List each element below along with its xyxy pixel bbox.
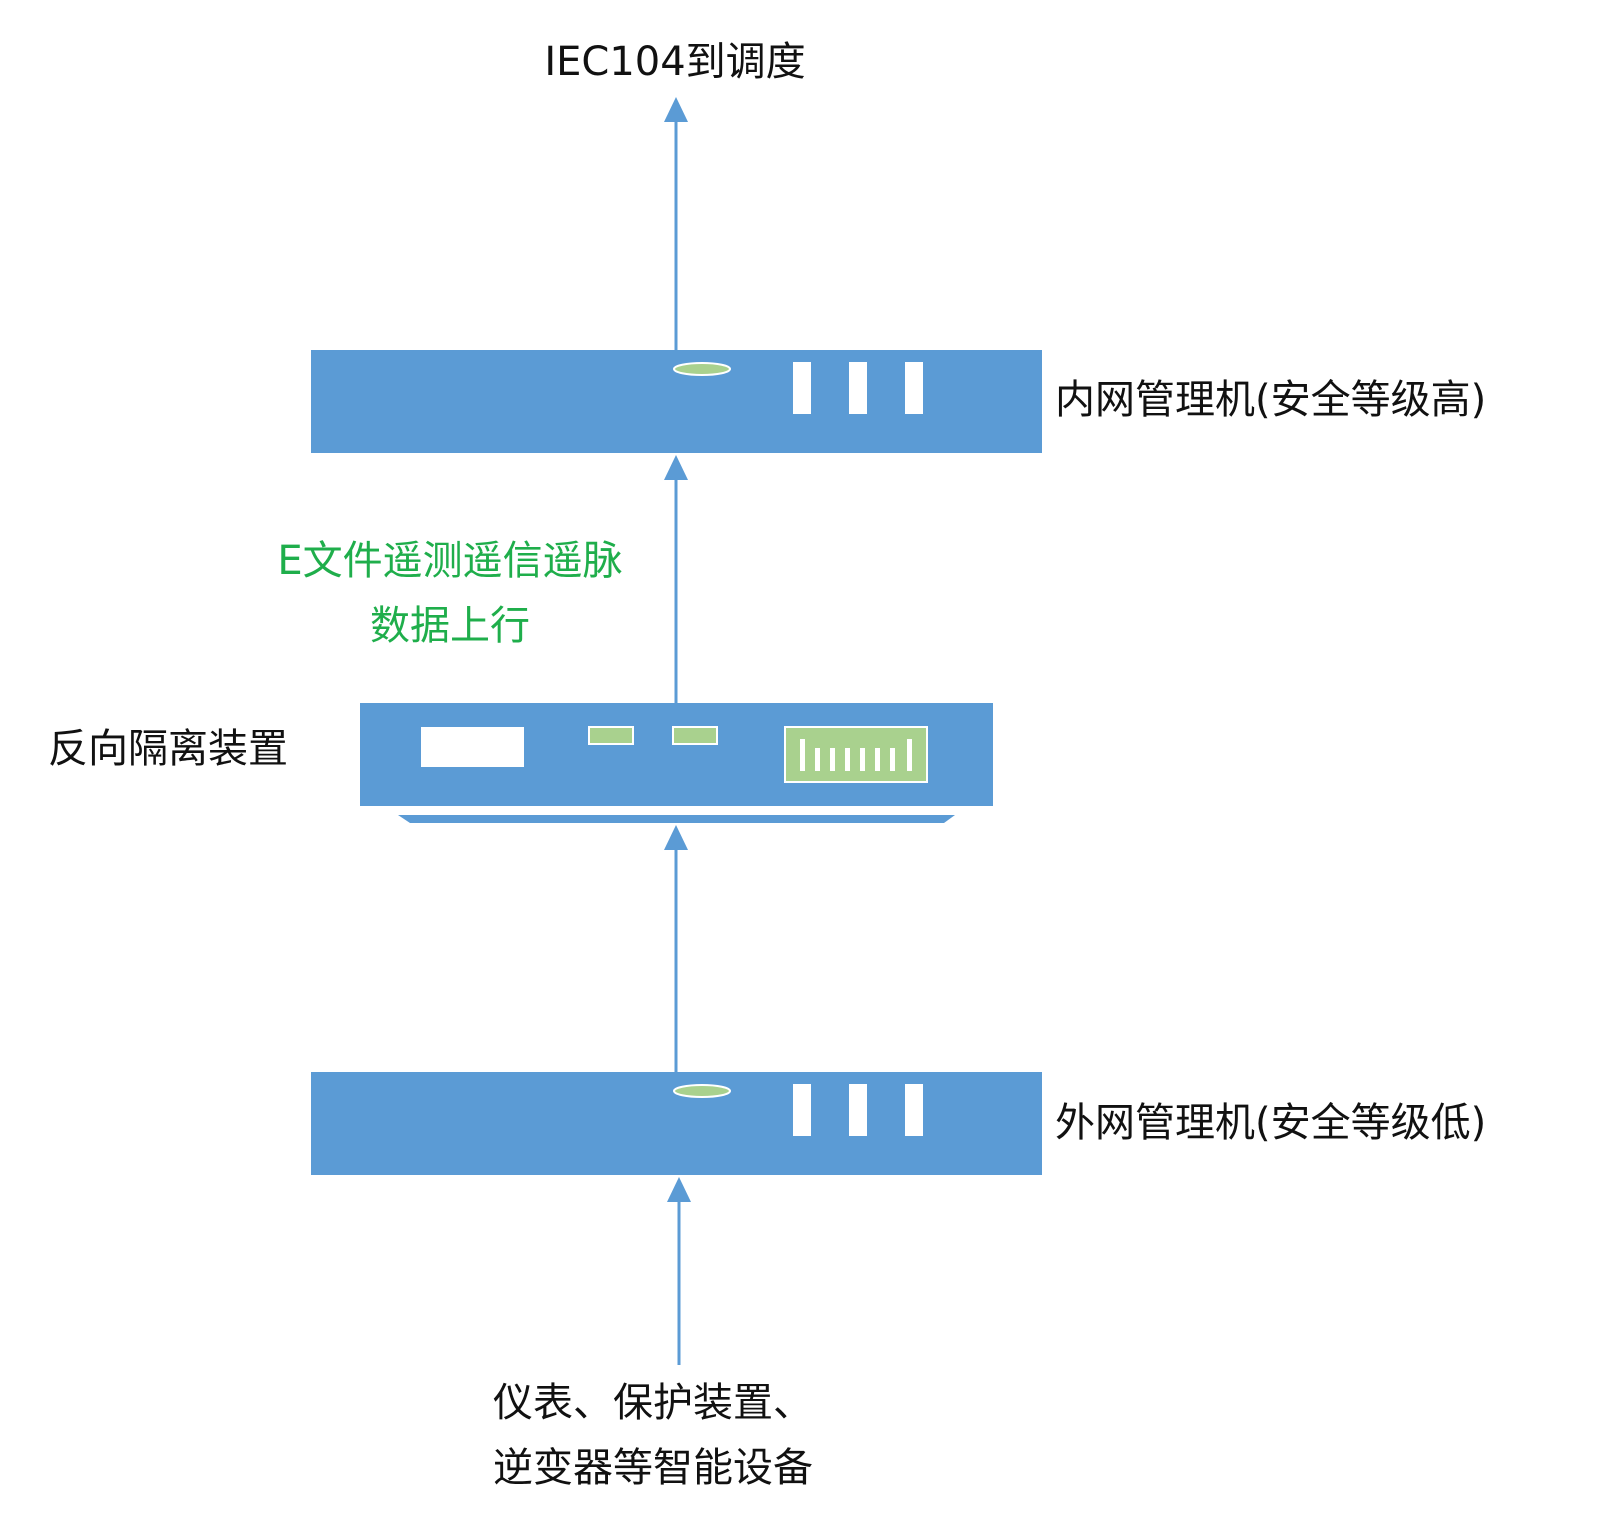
isolation-device-led-1: [588, 726, 634, 745]
dispatch-label: IEC104到调度: [544, 39, 806, 85]
inner-machine-indicator-light: [673, 362, 731, 376]
inner-machine-slot-2: [849, 362, 867, 414]
isolation-device-base: [398, 815, 955, 823]
data-flow-label-line2: 数据上行: [370, 603, 530, 649]
isolation-device-port-panel: [784, 726, 928, 783]
arrow-isolation-to-inner: [664, 455, 688, 703]
outer-machine-label: 外网管理机(安全等级低): [1055, 1100, 1487, 1146]
inner-machine-label: 内网管理机(安全等级高): [1055, 377, 1487, 423]
outer-management-machine: [311, 1072, 1042, 1175]
reverse-isolation-device: [360, 703, 993, 823]
inner-machine-slot-1: [793, 362, 811, 414]
arrow-devices-to-outer: [667, 1177, 691, 1365]
outer-machine-slot-2: [849, 1084, 867, 1136]
outer-machine-slot-3: [905, 1084, 923, 1136]
data-flow-label-line1: E文件遥测遥信遥脉: [277, 538, 623, 584]
source-devices-label-line1: 仪表、保护装置、: [493, 1380, 813, 1426]
source-devices-label-line2: 逆变器等智能设备: [493, 1445, 813, 1491]
arrow-outer-to-isolation: [664, 825, 688, 1072]
isolation-device-display: [421, 727, 524, 767]
isolation-device-led-2: [672, 726, 718, 745]
inner-machine-slot-3: [905, 362, 923, 414]
arrow-to-dispatch: [664, 97, 688, 350]
outer-machine-slot-1: [793, 1084, 811, 1136]
isolation-device-label: 反向隔离装置: [48, 726, 288, 772]
outer-machine-indicator-light: [673, 1084, 731, 1098]
inner-management-machine: [311, 350, 1042, 453]
